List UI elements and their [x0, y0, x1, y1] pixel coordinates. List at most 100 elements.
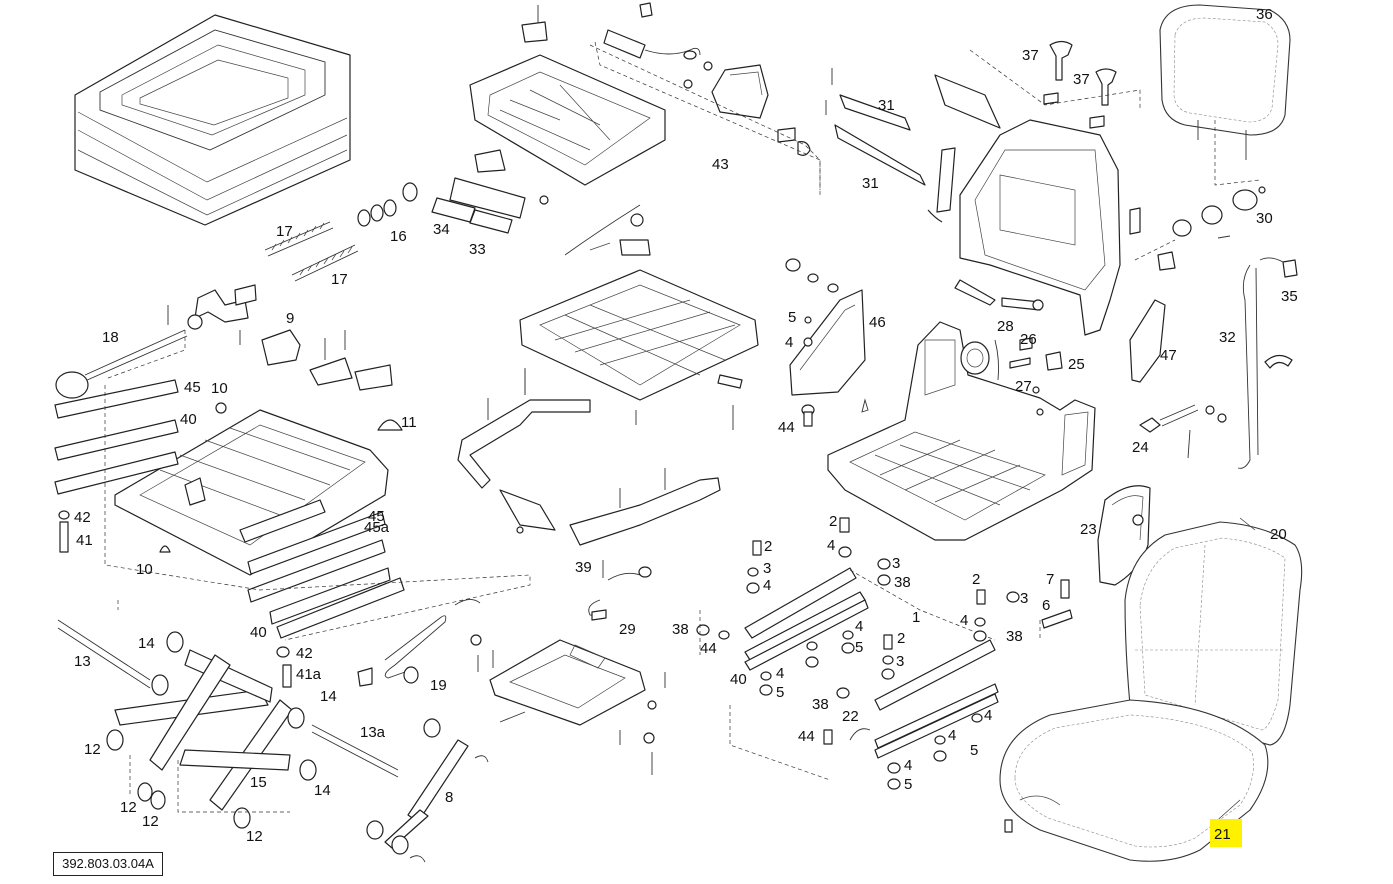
side-panel-23	[1097, 485, 1151, 586]
callout-35: 35	[1281, 288, 1298, 305]
seat-belt-buckle	[594, 2, 821, 195]
callout-5: 5	[904, 776, 912, 793]
callout-14: 14	[320, 688, 337, 705]
callout-32: 32	[1219, 329, 1236, 346]
callout-10: 10	[211, 380, 228, 397]
callout-14: 14	[138, 635, 155, 652]
callout-8: 8	[445, 789, 453, 806]
callout-4: 4	[827, 537, 835, 554]
seat-bottom-cushion	[999, 699, 1269, 862]
callout-26: 26	[1020, 331, 1037, 348]
callout-5: 5	[970, 742, 978, 759]
callout-4: 4	[984, 707, 992, 724]
callout-5: 5	[776, 684, 784, 701]
callout-34: 34	[433, 221, 450, 238]
callout-16: 16	[390, 228, 407, 245]
callout-30: 30	[1256, 210, 1273, 227]
callout-38: 38	[672, 621, 689, 638]
callout-33: 33	[469, 241, 486, 258]
seat-pan-top	[469, 5, 666, 186]
callout-2: 2	[972, 571, 980, 588]
seat-frame	[827, 321, 1096, 541]
callout-2: 2	[897, 630, 905, 647]
callout-3: 3	[892, 555, 900, 572]
recline-hardware	[954, 279, 1063, 416]
callout-38: 38	[812, 696, 829, 713]
callout-41: 41	[76, 532, 93, 549]
callout-40: 40	[730, 671, 747, 688]
callout-12: 12	[142, 813, 159, 830]
callout-2: 2	[829, 513, 837, 530]
adjuster-mechanism	[194, 284, 403, 431]
callout-29: 29	[619, 621, 636, 638]
callout-3: 3	[1020, 590, 1028, 607]
callout-28: 28	[997, 318, 1014, 335]
callout-13a: 13a	[360, 724, 386, 741]
callout-labels: 36 37 37 31 31 43 30 17 16 17 34 33 35 3…	[74, 6, 1298, 845]
callout-18: 18	[102, 329, 119, 346]
callout-38: 38	[894, 574, 911, 591]
backrest-straps	[825, 68, 1001, 223]
callout-40: 40	[180, 411, 197, 428]
damper-8	[366, 718, 489, 863]
suspension-plate	[470, 560, 666, 775]
callout-41a: 41a	[296, 666, 322, 683]
callout-38: 38	[1006, 628, 1023, 645]
callout-4: 4	[960, 612, 968, 629]
callout-24: 24	[1132, 439, 1149, 456]
callout-1: 1	[912, 609, 920, 626]
callout-31: 31	[862, 175, 879, 192]
callout-42: 42	[74, 509, 91, 526]
callout-40: 40	[250, 624, 267, 641]
headrest	[1159, 4, 1291, 160]
bracket-46	[785, 258, 866, 396]
callout-17: 17	[331, 271, 348, 288]
slide-strips-left	[54, 379, 405, 639]
callout-37: 37	[1022, 47, 1039, 64]
callout-39: 39	[575, 559, 592, 576]
scissor-mechanism	[57, 619, 399, 829]
callout-22: 22	[842, 708, 859, 725]
callout-7: 7	[1046, 571, 1054, 588]
loop-19	[357, 599, 481, 687]
seat-backrest-cushion	[1124, 521, 1303, 746]
center-side-rails	[457, 368, 721, 546]
side-covers	[1129, 299, 1227, 459]
callout-45: 45	[368, 508, 385, 525]
callout-4: 4	[948, 727, 956, 744]
slide-rails	[744, 567, 1073, 759]
callout-5: 5	[788, 309, 796, 326]
headrest-guides	[1043, 40, 1117, 129]
callout-36: 36	[1256, 6, 1273, 23]
lower-base-frame	[114, 409, 389, 576]
wiring-harness	[1237, 257, 1298, 469]
callout-45: 45	[184, 379, 201, 396]
callout-37: 37	[1073, 71, 1090, 88]
callout-3: 3	[896, 653, 904, 670]
tension-springs	[264, 182, 418, 282]
drawing-reference-code: 392.803.03.04A	[53, 852, 163, 876]
callout-14: 14	[314, 782, 331, 799]
callout-45a: 45a	[364, 519, 390, 536]
callout-12: 12	[246, 828, 263, 845]
callout-6: 6	[1042, 597, 1050, 614]
handle-18	[55, 305, 203, 399]
callout-21-highlight	[1210, 819, 1242, 847]
callout-4: 4	[855, 618, 863, 635]
callout-44: 44	[778, 419, 795, 436]
callout-2: 2	[764, 538, 772, 555]
fastener-set	[276, 398, 1020, 790]
suspension-bellows-cover	[74, 14, 351, 226]
callout-19: 19	[430, 677, 447, 694]
callout-4: 4	[776, 665, 784, 682]
callout-3: 3	[763, 560, 771, 577]
slide-guides	[431, 149, 549, 234]
callout-12: 12	[84, 741, 101, 758]
callout-23: 23	[1080, 521, 1097, 538]
callout-47: 47	[1160, 347, 1177, 364]
callout-27: 27	[1015, 378, 1032, 395]
callout-15: 15	[250, 774, 267, 791]
callout-44: 44	[798, 728, 815, 745]
callout-12: 12	[120, 799, 137, 816]
